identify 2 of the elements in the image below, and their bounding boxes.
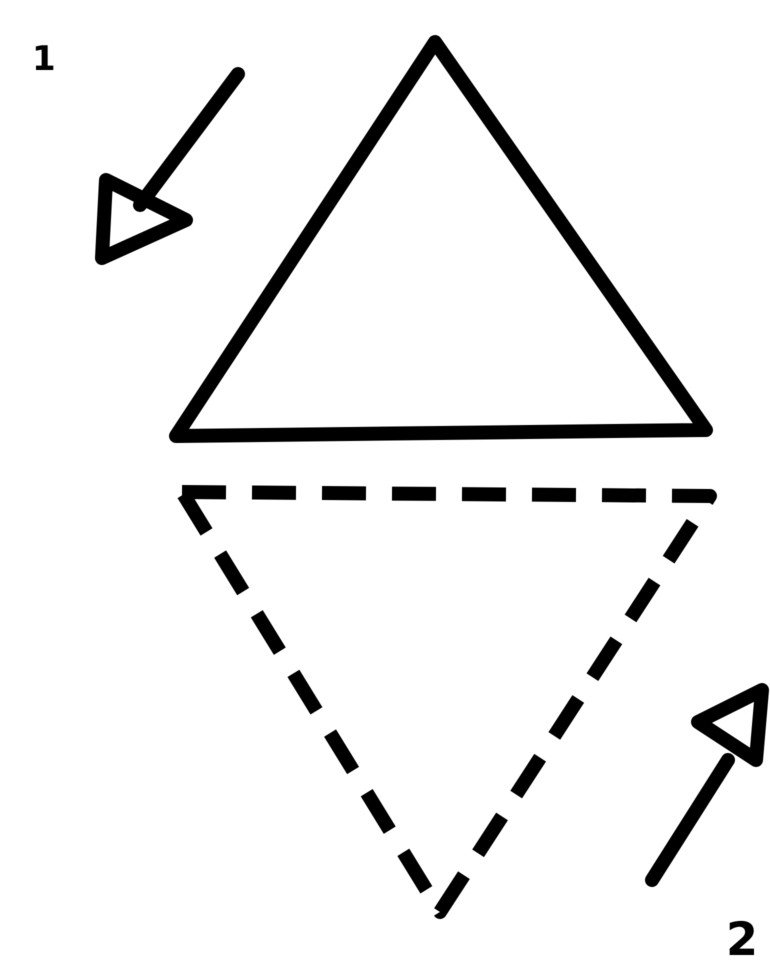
callout-number: 1	[32, 42, 56, 76]
callout-number: 2	[726, 916, 758, 962]
